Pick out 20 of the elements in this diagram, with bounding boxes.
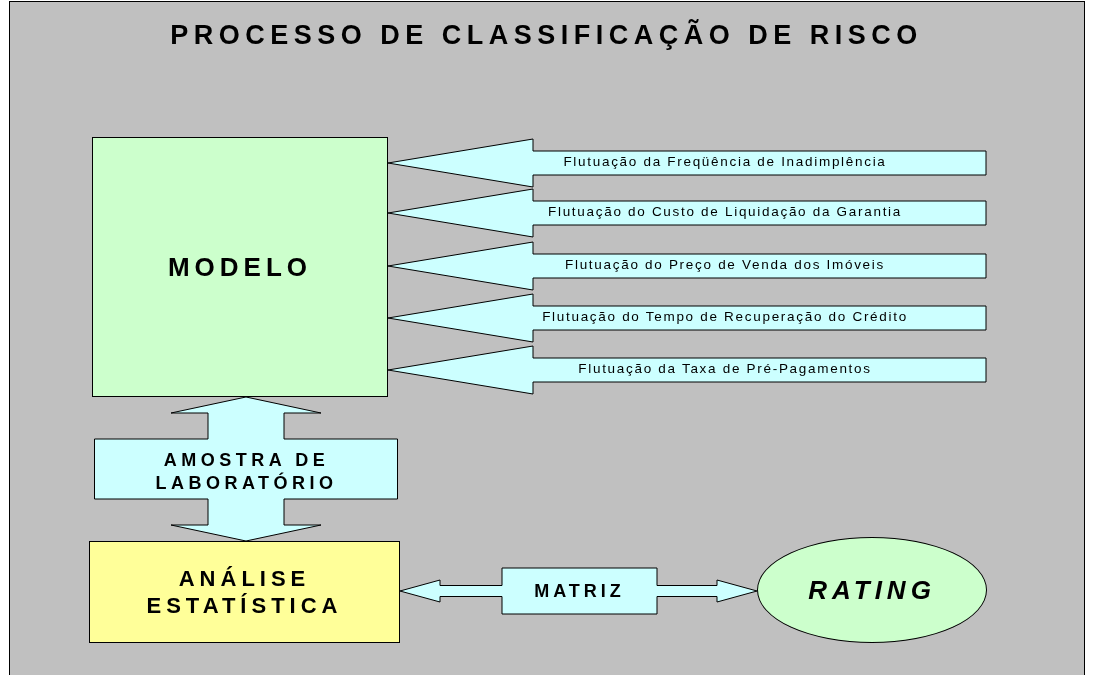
edge-label: Flutuação da Taxa de Pré-Pagamentos xyxy=(577,360,873,378)
block-arrow xyxy=(94,396,398,542)
model-box xyxy=(92,137,388,397)
block-arrow xyxy=(387,188,987,238)
node-label: MODELO xyxy=(167,250,313,284)
process-box xyxy=(89,541,400,643)
edge-label: MATRIZ xyxy=(533,580,626,603)
node-label: ANÁLISE ESTATÍSTICA xyxy=(145,564,344,620)
block-arrow xyxy=(387,293,987,343)
edge-label: AMOSTRA DE LABORATÓRIO xyxy=(154,449,339,496)
block-arrow xyxy=(399,567,758,615)
block-arrow xyxy=(387,138,987,188)
node-label: RATING xyxy=(808,573,936,607)
edge-label: Flutuação da Freqüência de Inadimplência xyxy=(562,153,888,171)
block-arrow xyxy=(387,345,987,395)
edge-label: Flutuação do Preço de Venda dos Imóveis xyxy=(564,256,886,274)
edge-label: Flutuação do Custo de Liquidação da Garantia xyxy=(547,203,903,221)
edge-label: Flutuação do Tempo de Recuperação do Crédito xyxy=(541,308,909,326)
block-arrow xyxy=(387,241,987,291)
diagram-title: PROCESSO DE CLASSIFICAÇÃO DE RISCO xyxy=(169,20,924,51)
